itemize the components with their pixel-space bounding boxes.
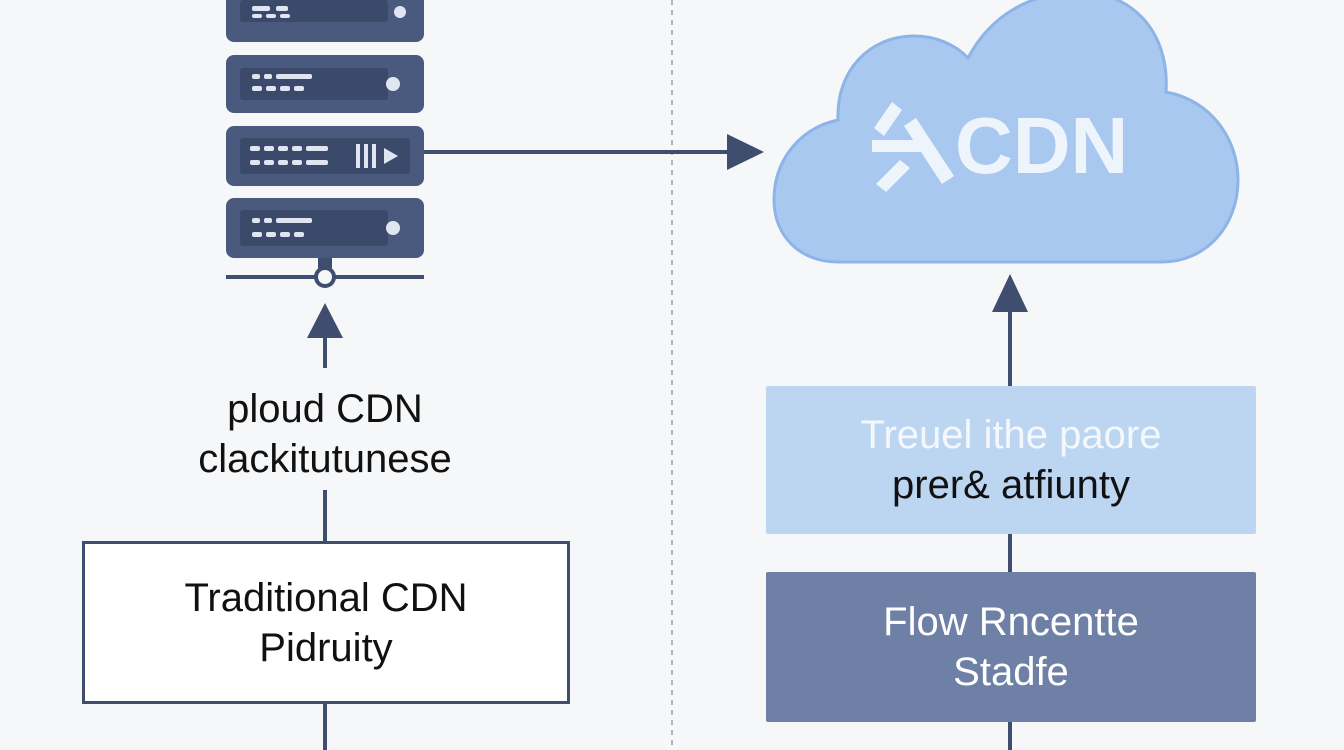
cloud-icon [772, 0, 1240, 264]
right-info-box-line-1: Treuel ithe paore [860, 413, 1162, 457]
flow-state-box-line-1: Flow Rncentte [883, 600, 1139, 644]
left-caption-line-1: ploud CDN [227, 387, 423, 431]
arrow-right-up [992, 274, 1028, 750]
traditional-cdn-box-line-1: Traditional CDN [184, 575, 468, 620]
flow-state-box: Flow Rncentte Stadfe [766, 572, 1256, 722]
right-info-box-line-2: prer& atfiunty [892, 463, 1130, 507]
arrow-server-to-cdn [424, 134, 764, 170]
traditional-cdn-box-line-2: Pidruity [259, 625, 393, 670]
cdn-logo-icon [872, 102, 954, 192]
traditional-cdn-box: Traditional CDN Pidruity [82, 541, 570, 704]
arrow-left-up [307, 303, 343, 750]
left-caption-line-2: clackitutunese [198, 437, 452, 481]
flow-state-box-line-2: Stadfe [953, 650, 1069, 694]
right-info-box: Treuel ithe paore prer& atfiunty [766, 386, 1256, 534]
server-rack-icon [226, 0, 424, 288]
network-node [314, 266, 336, 288]
cdn-cloud-label: CDN [955, 101, 1129, 190]
left-caption: ploud CDN clackitutunese [160, 384, 490, 484]
